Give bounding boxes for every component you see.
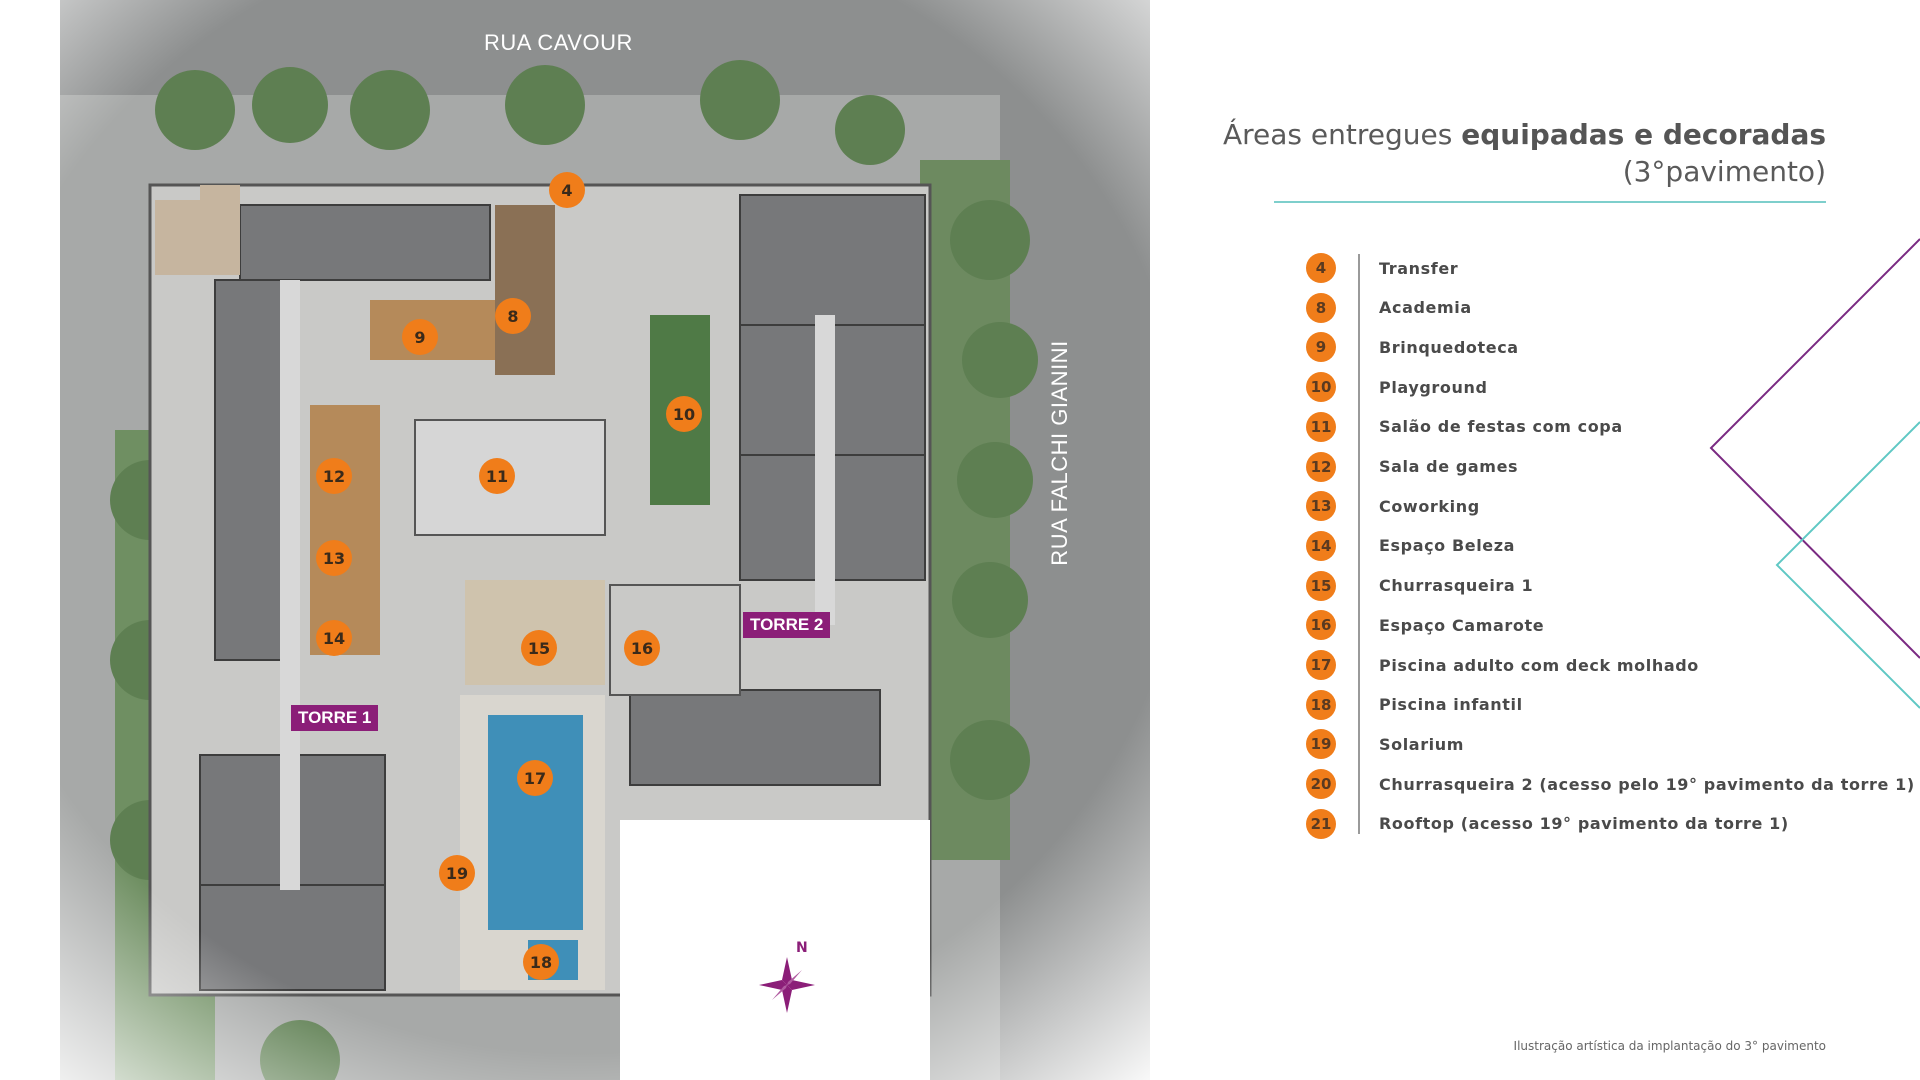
page-title: Áreas entregues equipadas e decoradas (3…: [1223, 116, 1826, 190]
legend-number-badge: 21: [1306, 808, 1336, 839]
map-marker-4[interactable]: 4: [549, 172, 585, 208]
street-label-rua-falchi-gianini: RUA FALCHI GIANINI: [1047, 340, 1072, 566]
legend-item: 20 Churrasqueira 2 (acesso pelo 19° pavim…: [1306, 766, 1914, 802]
map-marker-10[interactable]: 10: [666, 396, 702, 432]
legend-number-badge: 11: [1306, 411, 1336, 442]
map-marker-16[interactable]: 16: [624, 630, 660, 666]
map-marker-19[interactable]: 19: [439, 855, 475, 891]
legend-item: 14 Espaço Beleza: [1306, 528, 1514, 564]
legend-number-badge: 9: [1306, 332, 1336, 363]
legend-number-badge: 4: [1306, 253, 1336, 283]
map-marker-12[interactable]: 12: [316, 458, 352, 494]
legend-label: Solarium: [1379, 734, 1465, 754]
tower-2-label: TORRE 2: [743, 612, 831, 638]
legend-label: Academia: [1379, 298, 1472, 318]
tower-1-label: TORRE 1: [291, 705, 379, 731]
street-label-rua-cavour: RUA CAVOUR: [484, 30, 633, 55]
legend-item: 18 Piscina infantil: [1306, 687, 1522, 723]
legend-item: 21 Rooftop (acesso 19° pavimento da torre…: [1306, 806, 1788, 842]
site-plan-map: RUA CAVOUR RUA FALCHI GIANINI N 4 8 9 10…: [0, 0, 1160, 1080]
legend-label: Brinquedoteca: [1379, 337, 1519, 357]
legend-number-badge: 20: [1306, 769, 1336, 800]
map-marker-14[interactable]: 14: [316, 620, 352, 656]
title-divider: [1274, 201, 1826, 203]
legend-label: Piscina infantil: [1379, 695, 1523, 715]
legend-label: Espaço Beleza: [1379, 536, 1516, 556]
legend-number-badge: 14: [1306, 530, 1336, 561]
legend-number-badge: 18: [1306, 689, 1336, 720]
map-marker-8[interactable]: 8: [495, 298, 531, 334]
map-marker-17[interactable]: 17: [517, 760, 553, 796]
legend-number-badge: 10: [1306, 372, 1336, 403]
legend-label: Sala de games: [1379, 457, 1519, 476]
legend-label: Coworking: [1379, 496, 1480, 516]
map-marker-13[interactable]: 13: [316, 540, 352, 576]
legend-number-badge: 15: [1306, 570, 1336, 601]
legend-item: 8 Academia: [1306, 290, 1471, 326]
legend-number-badge: 12: [1306, 451, 1336, 482]
title-floor: (3°pavimento): [1622, 155, 1826, 188]
map-marker-11[interactable]: 11: [479, 458, 515, 494]
legend-item: 10 Playground: [1306, 369, 1487, 405]
map-marker-15[interactable]: 15: [521, 630, 557, 666]
legend-number-badge: 19: [1306, 729, 1336, 760]
legend-divider: [1358, 254, 1360, 834]
title-bold: equipadas e decoradas: [1461, 118, 1826, 151]
legend-label: Piscina adulto com deck molhado: [1379, 655, 1699, 675]
legend-item: 16 Espaço Camarote: [1306, 607, 1544, 643]
footnote: Ilustração artística da implantação do 3…: [1513, 1039, 1826, 1053]
legend-number-badge: 8: [1306, 292, 1336, 323]
legend-label: Transfer: [1379, 258, 1459, 278]
legend-item: 11 Salão de festas com copa: [1306, 409, 1622, 445]
legend-item: 4 Transfer: [1306, 250, 1458, 286]
legend-item: 15 Churrasqueira 1: [1306, 568, 1533, 604]
legend-number-badge: 16: [1306, 610, 1336, 641]
map-marker-9[interactable]: 9: [402, 319, 438, 355]
legend-number-badge: 17: [1306, 650, 1336, 680]
legend-label: Rooftop (acesso 19° pavimento da torre 1…: [1379, 814, 1789, 834]
map-marker-18[interactable]: 18: [523, 944, 559, 980]
compass-icon: [759, 957, 815, 1013]
legend-number-badge: 13: [1306, 491, 1336, 522]
legend-item: 9 Brinquedoteca: [1306, 329, 1518, 365]
legend-label: Salão de festas com copa: [1379, 417, 1623, 437]
legend-item: 17 Piscina adulto com deck molhado: [1306, 647, 1698, 683]
title-regular: Áreas entregues: [1223, 118, 1462, 151]
legend-label: Playground: [1379, 377, 1488, 397]
legend-label: Churrasqueira 1: [1379, 576, 1534, 596]
legend-item: 12 Sala de games: [1306, 449, 1518, 485]
site-plan-illustration: [0, 0, 1160, 1080]
legend-item: 13 Coworking: [1306, 488, 1479, 524]
legend-label: Espaço Camarote: [1379, 615, 1545, 635]
compass-north-label: N: [796, 940, 808, 956]
legend-label: Churrasqueira 2 (acesso pelo 19° pavimen…: [1379, 774, 1915, 794]
legend-item: 19 Solarium: [1306, 726, 1463, 762]
